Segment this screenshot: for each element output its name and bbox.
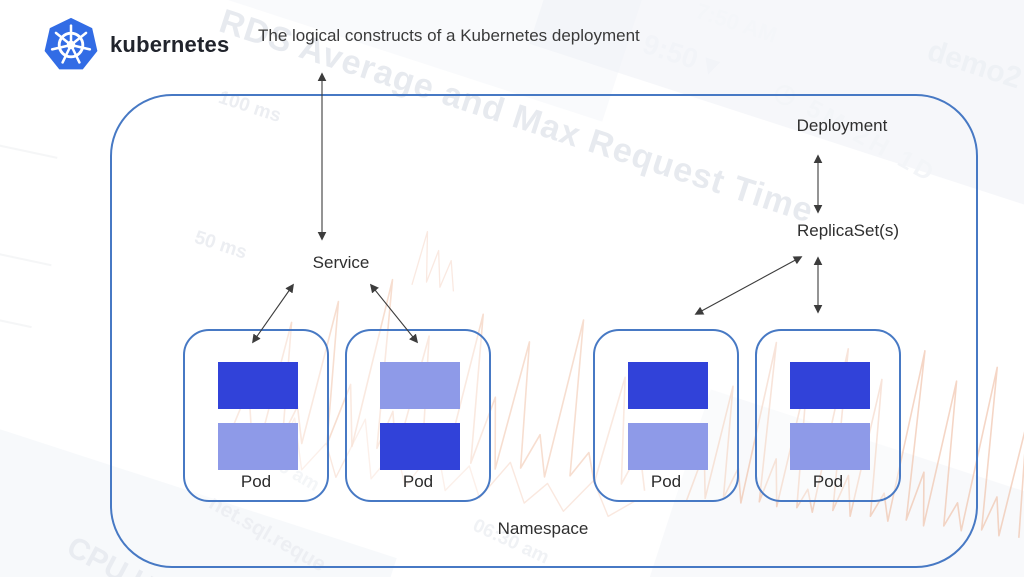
- namespace-label: Namespace: [497, 519, 589, 538]
- pod: Pod: [755, 329, 901, 502]
- pod-label: Pod: [812, 472, 844, 491]
- container-rect: [628, 362, 708, 409]
- container-rect: [218, 423, 298, 470]
- container-rect: [628, 423, 708, 470]
- ghost-gridline: [0, 143, 58, 159]
- pod-label: Pod: [240, 472, 272, 491]
- kubernetes-brand: kubernetes: [42, 16, 229, 74]
- deployment-label: Deployment: [796, 116, 888, 135]
- pod: Pod: [593, 329, 739, 502]
- ghost-gridline: [0, 317, 32, 329]
- pod-label: Pod: [650, 472, 682, 491]
- pod: Pod: [345, 329, 491, 502]
- kubernetes-logo-icon: [44, 17, 98, 70]
- kubernetes-wordmark: kubernetes: [110, 32, 230, 57]
- ghost-gridline: [0, 251, 52, 267]
- container-rect: [218, 362, 298, 409]
- page-title: The logical constructs of a Kubernetes d…: [258, 26, 640, 45]
- pod: Pod: [183, 329, 329, 502]
- service-label: Service: [312, 253, 370, 272]
- container-rect: [790, 423, 870, 470]
- pod-label: Pod: [402, 472, 434, 491]
- container-rect: [790, 362, 870, 409]
- container-rect: [380, 423, 460, 470]
- replicaset-label: ReplicaSet(s): [796, 221, 900, 240]
- container-rect: [380, 362, 460, 409]
- namespace-box: [110, 94, 978, 568]
